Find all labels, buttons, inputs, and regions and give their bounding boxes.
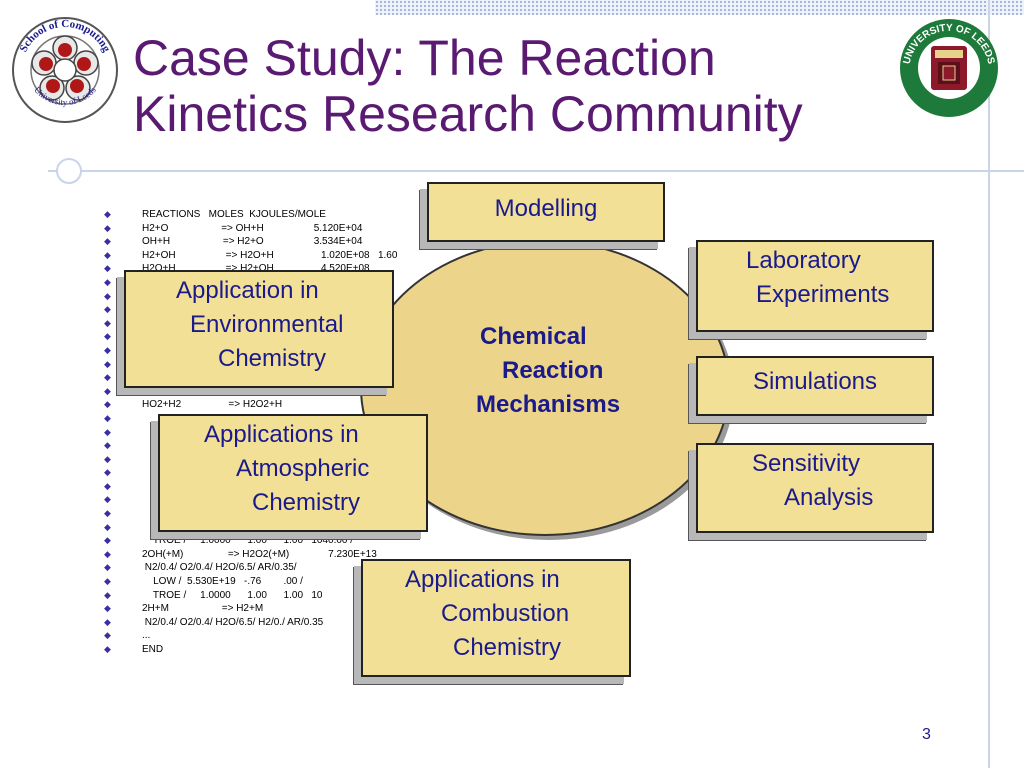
modelling-box: Modelling bbox=[427, 182, 665, 242]
reaction-line: N2/0.4/ O2/0.4/ H2O/6.5/ H2/0./ AR/0.35 bbox=[104, 616, 397, 630]
page-number: 3 bbox=[922, 726, 931, 743]
reaction-line: 2OH(+M) => H2O2(+M) 7.230E+13 bbox=[104, 548, 397, 562]
combustion-line-1: Applications in bbox=[405, 566, 560, 593]
reaction-line bbox=[104, 276, 397, 290]
title-line-1: Case Study: The Reaction bbox=[133, 30, 716, 86]
environmental-line-2: Environmental bbox=[190, 311, 344, 338]
reaction-line: N2/0.4/ O2/0.4/ H2O/6.5/ AR/0.35/ bbox=[104, 561, 397, 575]
reaction-line bbox=[104, 521, 397, 535]
modelling-label: Modelling bbox=[494, 195, 598, 222]
simulations-label: Simulations bbox=[752, 368, 878, 395]
reaction-line: END bbox=[104, 643, 397, 657]
vertical-rule bbox=[988, 0, 990, 768]
reaction-line bbox=[104, 493, 397, 507]
reaction-line bbox=[104, 330, 397, 344]
university-of-leeds-logo: UNIVERSITY OF LEEDS bbox=[900, 19, 998, 117]
reaction-line bbox=[104, 439, 397, 453]
combustion-line-3: Chemistry bbox=[453, 634, 562, 661]
school-of-computing-logo: School of Computing University of Leeds bbox=[12, 17, 118, 123]
reaction-line bbox=[104, 290, 397, 304]
sensitivity-line-1: Sensitivity bbox=[752, 450, 861, 477]
reaction-line: H2+OH => H2O+H 1.020E+08 1.60 bbox=[104, 249, 397, 263]
reaction-line: TROE / 1.0000 1.00 1.00 1040.00 / bbox=[104, 534, 397, 548]
reaction-line bbox=[104, 412, 397, 426]
slide-title: Case Study: The Reaction Kinetics Resear… bbox=[133, 30, 893, 142]
top-dotted-band bbox=[375, 0, 1024, 15]
reaction-line: OH+H => H2+O 3.534E+04 bbox=[104, 235, 397, 249]
laboratory-experiments-box: Laboratory Experiments bbox=[696, 240, 934, 332]
atmospheric-line-2: Atmospheric bbox=[236, 455, 370, 482]
reaction-line: ... bbox=[104, 629, 397, 643]
simulations-box: Simulations bbox=[696, 356, 934, 416]
environmental-chemistry-box: Application in Environmental Chemistry bbox=[124, 270, 394, 388]
reaction-line: LOW / 5.530E+19 -.76 .00 / bbox=[104, 575, 397, 589]
combustion-chemistry-box: Applications in Combustion Chemistry bbox=[361, 559, 631, 677]
reaction-line bbox=[104, 480, 397, 494]
environmental-line-3: Chemistry bbox=[218, 345, 327, 372]
atmospheric-line-1: Applications in bbox=[204, 421, 359, 448]
atmospheric-chemistry-box: Applications in Atmospheric Chemistry bbox=[158, 414, 428, 532]
reaction-line: HO2+H2 => H2O2+H bbox=[104, 398, 397, 412]
ellipse-line-1: Chemical bbox=[480, 323, 587, 350]
reaction-line: REACTIONS MOLES KJOULES/MOLE bbox=[104, 208, 397, 222]
reaction-line bbox=[104, 426, 397, 440]
title-line-2: Kinetics Research Community bbox=[133, 86, 803, 142]
reaction-line: H2+O => OH+H 5.120E+04 bbox=[104, 222, 397, 236]
reaction-line bbox=[104, 507, 397, 521]
environmental-line-1: Application in bbox=[176, 277, 319, 304]
reaction-line bbox=[104, 371, 397, 385]
laboratory-line-2: Experiments bbox=[756, 281, 890, 308]
combustion-line-2: Combustion bbox=[441, 600, 570, 627]
ellipse-label: Chemical Reaction Mechanisms bbox=[470, 320, 670, 422]
reaction-line bbox=[104, 303, 397, 317]
reaction-line: H2O+H => H2+OH 4.520E+08 bbox=[104, 262, 397, 276]
horizontal-rule bbox=[48, 170, 1024, 172]
reaction-line bbox=[104, 317, 397, 331]
laboratory-line-1: Laboratory bbox=[746, 247, 861, 274]
rule-circle-ornament bbox=[56, 158, 82, 184]
ellipse-line-2: Reaction bbox=[502, 357, 604, 384]
reaction-line: 2H+M => H2+M bbox=[104, 602, 397, 616]
reaction-line: H2O2+H => HO2+H2 bbox=[104, 385, 397, 399]
reaction-mechanism-listing: REACTIONS MOLES KJOULES/MOLEH2+O => OH+H… bbox=[104, 208, 397, 657]
reaction-line bbox=[104, 466, 397, 480]
reaction-line bbox=[104, 453, 397, 467]
atmospheric-line-3: Chemistry bbox=[252, 489, 361, 516]
reaction-line bbox=[104, 344, 397, 358]
sensitivity-analysis-box: Sensitivity Analysis bbox=[696, 443, 934, 533]
reaction-line: TROE / 1.0000 1.00 1.00 10 bbox=[104, 589, 397, 603]
reaction-line bbox=[104, 358, 397, 372]
ellipse-line-3: Mechanisms bbox=[476, 391, 621, 418]
sensitivity-line-2: Analysis bbox=[784, 484, 874, 511]
